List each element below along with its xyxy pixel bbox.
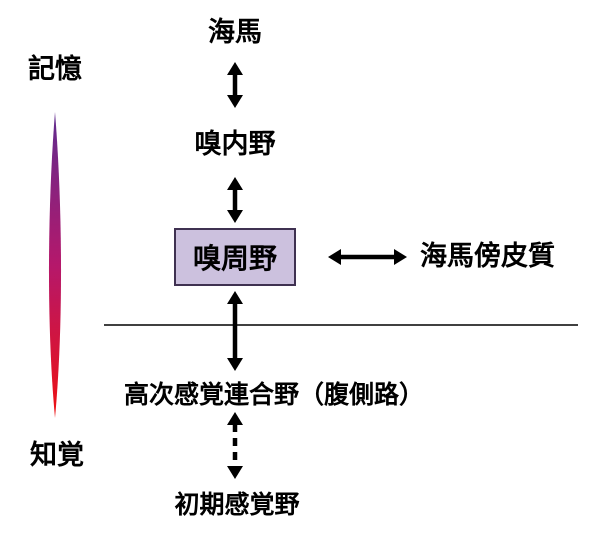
node-hippocampus: 海馬 — [208, 17, 262, 48]
arrow-entorhinal-perirhinal-icon — [227, 177, 243, 223]
node-perirhinal-box: 嗅周野 — [174, 228, 296, 286]
node-perirhinal-label: 嗅周野 — [192, 242, 277, 275]
node-higher-sensory-association: 高次感覚連合野（腹側路） — [124, 380, 425, 409]
node-early-sensory: 初期感覚野 — [174, 490, 300, 519]
axis-memory-label: 記憶 — [28, 54, 82, 85]
memory-perception-gradient-arrow-icon — [48, 112, 62, 418]
arrow-perirhinal-parahippocampal-icon — [328, 249, 407, 265]
arrow-hippocampus-entorhinal-icon — [227, 62, 243, 108]
arrow-highersensory-earlysensory-icon — [227, 412, 243, 479]
node-parahippocampal: 海馬傍皮質 — [420, 241, 555, 272]
axis-perception-label: 知覚 — [30, 440, 84, 471]
arrow-perirhinal-highersensory-icon — [227, 291, 243, 371]
node-entorhinal: 嗅内野 — [194, 129, 276, 160]
